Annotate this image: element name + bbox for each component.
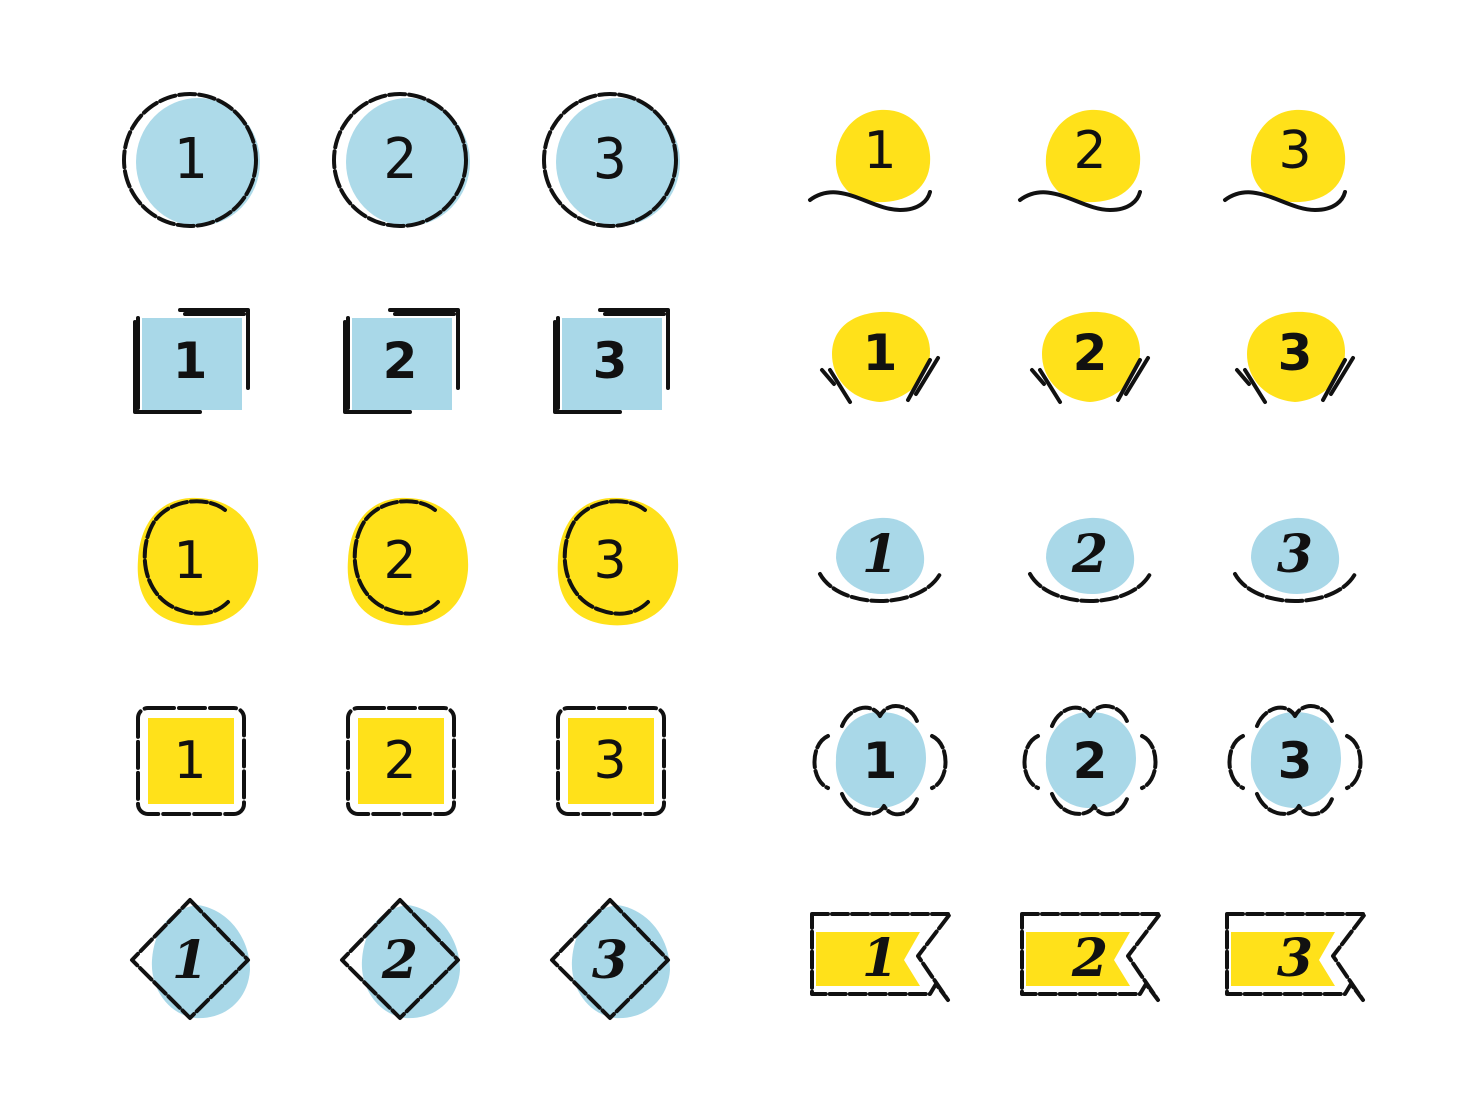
badge-cloud-dashed-2: 2	[990, 660, 1190, 860]
badge-number: 1	[173, 332, 208, 390]
badge-number: 1	[863, 324, 898, 382]
badge-number: 2	[1073, 324, 1108, 382]
badge-number: 1	[173, 531, 206, 591]
badge-number: 2	[383, 332, 418, 390]
blob-arc-shape: 3	[1233, 517, 1357, 603]
blob-wave-shape: 2	[1018, 109, 1142, 212]
badge-number: 1	[862, 524, 898, 585]
badge-circle-partial-2: 2	[300, 460, 500, 660]
badge-number: 3	[1278, 324, 1313, 382]
badge-number: 2	[1071, 928, 1108, 989]
badge-number: 3	[593, 731, 626, 791]
circle-partial-shape: 1	[137, 497, 259, 626]
badge-number: 2	[383, 731, 416, 791]
square-bracket-shape: 2	[343, 308, 460, 414]
blob-wave-shape: 1	[808, 109, 932, 212]
badge-number: 2	[383, 127, 417, 192]
badge-diamond-dashed-3: 3	[510, 860, 710, 1060]
badge-diamond-dashed-1: 1	[90, 860, 290, 1060]
badge-number: 3	[592, 930, 628, 991]
diamond-dashed-shape: 3	[550, 898, 670, 1020]
blob-slashes-shape: 2	[1030, 311, 1150, 404]
circle-partial-shape: 3	[557, 497, 679, 626]
badge-blob-wave-3: 3	[1195, 60, 1395, 260]
badge-flag-dashed-2: 2	[990, 860, 1190, 1060]
diamond-dashed-shape: 1	[130, 898, 250, 1020]
badge-circle-partial-3: 3	[510, 460, 710, 660]
cloud-dashed-shape: 3	[1227, 704, 1363, 817]
diamond-dashed-shape: 2	[340, 898, 460, 1020]
badge-number: 3	[1278, 121, 1311, 181]
badge-blob-slashes-2: 2	[990, 260, 1190, 460]
badge-square-bracket-2: 2	[300, 260, 500, 460]
badge-number: 3	[593, 531, 626, 591]
badge-diamond-dashed-2: 2	[300, 860, 500, 1060]
badge-number: 1	[173, 731, 206, 791]
square-rounded-dashed-shape: 2	[346, 706, 456, 816]
badge-square-rounded-dashed-3: 3	[510, 660, 710, 860]
badge-square-rounded-dashed-2: 2	[300, 660, 500, 860]
badge-blob-arc-2: 2	[990, 460, 1190, 660]
badge-cloud-dashed-3: 3	[1195, 660, 1395, 860]
badge-number: 2	[381, 930, 418, 991]
badge-number: 3	[1277, 524, 1313, 585]
circle-partial-shape: 2	[347, 497, 469, 626]
badge-blob-arc-3: 3	[1195, 460, 1395, 660]
blob-slashes-shape: 1	[820, 311, 940, 404]
blob-arc-shape: 1	[818, 517, 942, 603]
badge-number: 2	[383, 531, 416, 591]
badge-number: 1	[862, 928, 898, 989]
badge-number: 3	[1277, 928, 1313, 989]
badge-blob-slashes-1: 1	[780, 260, 980, 460]
badge-cloud-dashed-1: 1	[780, 660, 980, 860]
flag-dashed-shape: 1	[810, 912, 952, 1002]
badge-flag-dashed-3: 3	[1195, 860, 1395, 1060]
badge-blob-slashes-3: 3	[1195, 260, 1395, 460]
badge-circle-dashed-1: 1	[90, 60, 290, 260]
badge-circle-dashed-2: 2	[300, 60, 500, 260]
badge-square-bracket-1: 1	[90, 260, 290, 460]
blob-wave-shape: 3	[1223, 109, 1347, 212]
circle-dashed-shape: 2	[332, 92, 470, 228]
blob-arc-shape: 2	[1028, 517, 1152, 603]
badge-circle-partial-1: 1	[90, 460, 290, 660]
badge-number: 3	[1278, 732, 1313, 790]
square-rounded-dashed-shape: 3	[556, 706, 666, 816]
circle-dashed-shape: 1	[122, 92, 260, 228]
badge-number: 1	[863, 732, 898, 790]
square-bracket-shape: 3	[553, 308, 670, 414]
badge-number: 2	[1073, 121, 1106, 181]
badge-circle-dashed-3: 3	[510, 60, 710, 260]
badge-flag-dashed-1: 1	[780, 860, 980, 1060]
flag-dashed-shape: 3	[1225, 912, 1367, 1002]
circle-dashed-shape: 3	[542, 92, 680, 228]
badge-square-rounded-dashed-1: 1	[90, 660, 290, 860]
badge-number: 1	[172, 930, 208, 991]
badge-blob-arc-1: 1	[780, 460, 980, 660]
blob-slashes-shape: 3	[1235, 311, 1355, 404]
badge-blob-wave-1: 1	[780, 60, 980, 260]
badge-square-bracket-3: 3	[510, 260, 710, 460]
badge-number: 3	[593, 127, 627, 192]
cloud-dashed-shape: 1	[812, 704, 948, 817]
badge-number: 2	[1073, 732, 1108, 790]
cloud-dashed-shape: 2	[1022, 704, 1158, 817]
square-rounded-dashed-shape: 1	[136, 706, 246, 816]
badge-number: 2	[1071, 524, 1108, 585]
square-bracket-shape: 1	[133, 308, 250, 414]
flag-dashed-shape: 2	[1020, 912, 1162, 1002]
badge-number: 3	[593, 332, 628, 390]
badge-number: 1	[863, 121, 896, 181]
badge-blob-wave-2: 2	[990, 60, 1190, 260]
badge-number: 1	[173, 127, 207, 192]
